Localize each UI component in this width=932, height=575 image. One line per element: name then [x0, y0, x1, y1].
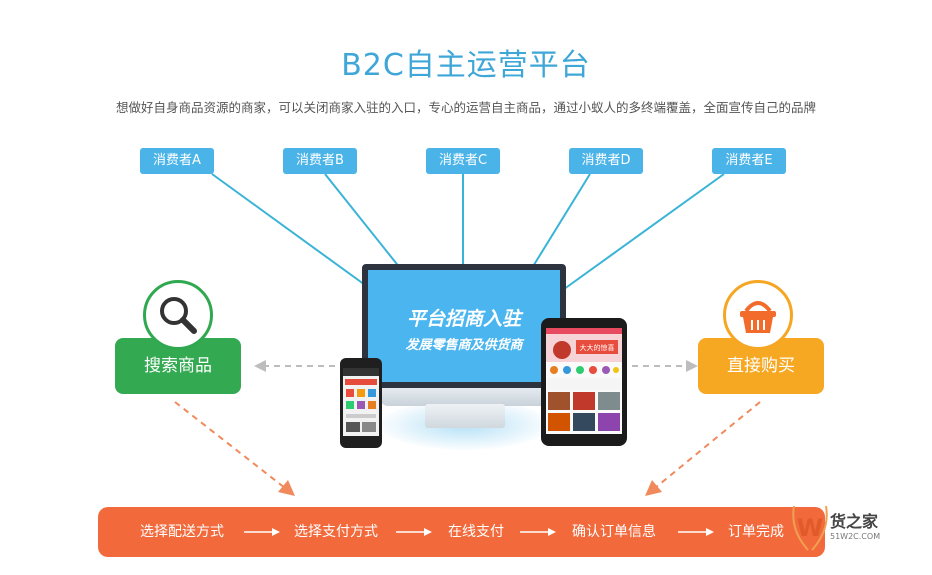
order-flow-bar: 选择配送方式 选择支付方式 在线支付 确认订单信息 订单完成 — [98, 507, 825, 557]
arrowhead-left — [254, 360, 266, 372]
connector-d — [531, 173, 591, 269]
svg-text:W: W — [797, 514, 823, 542]
monitor-subline: 发展零售商及供货商 — [405, 338, 523, 353]
monitor: 平台招商入驻 发展零售商及供货商 — [362, 264, 566, 388]
smartphone — [340, 358, 382, 448]
tablet: 大大的惊喜 — [541, 318, 627, 446]
page-title: B2C自主运营平台 — [341, 48, 591, 83]
arrow-right-icon — [520, 528, 556, 536]
consumer-a: 消费者A — [140, 148, 214, 174]
watermark-logo-icon: W — [792, 505, 828, 551]
arrow-right-icon — [678, 528, 714, 536]
basket-icon — [740, 301, 776, 333]
monitor-base — [425, 404, 505, 428]
arrow-right-icon — [396, 528, 432, 536]
arrowhead-right — [686, 360, 698, 372]
tablet-banner-text: 大大的惊喜 — [580, 343, 615, 352]
consumer-e: 消费者E — [712, 148, 786, 174]
dashed-arrow-down-left — [174, 401, 286, 489]
tablet-screen: 大大的惊喜 — [546, 328, 622, 434]
arrowhead-down-right — [645, 480, 662, 496]
monitor-headline: 平台招商入驻 — [406, 308, 521, 330]
watermark-name: 货之家 — [830, 512, 879, 531]
tablet-screen-content: 大大的惊喜 — [546, 328, 622, 431]
consumer-d: 消费者D — [569, 148, 643, 174]
flow-step-2: 选择支付方式 — [294, 524, 378, 540]
search-products-label: 搜索商品 — [144, 356, 212, 376]
flow-step-3: 在线支付 — [448, 524, 504, 540]
dashed-arrow-down-right — [654, 401, 761, 489]
arrowhead-down-left — [278, 480, 295, 496]
flow-step-5: 订单完成 — [728, 524, 784, 540]
smartphone-screen — [343, 368, 379, 436]
monitor-stand — [380, 386, 550, 406]
direct-purchase-node: 直接购买 — [698, 338, 824, 394]
consumer-b: 消费者B — [283, 148, 357, 174]
page-subtitle: 想做好自身商品资源的商家，可以关闭商家入驻的入口，专心的运营自主商品，通过小蚁人… — [115, 100, 816, 115]
direct-purchase-label: 直接购买 — [727, 356, 795, 376]
consumer-c: 消费者C — [426, 148, 500, 174]
magnifier-icon — [160, 297, 197, 334]
flow-step-4: 确认订单信息 — [572, 524, 656, 540]
arrow-right-icon — [244, 528, 280, 536]
phone-screen-content — [343, 368, 379, 432]
connector-a — [211, 173, 373, 291]
watermark-site: 51W2C.COM — [830, 532, 881, 541]
purchase-node-circle — [723, 280, 793, 350]
connector-e — [559, 173, 725, 293]
search-node-circle — [143, 280, 213, 350]
flow-step-1: 选择配送方式 — [140, 524, 224, 540]
connector-b — [324, 173, 401, 269]
